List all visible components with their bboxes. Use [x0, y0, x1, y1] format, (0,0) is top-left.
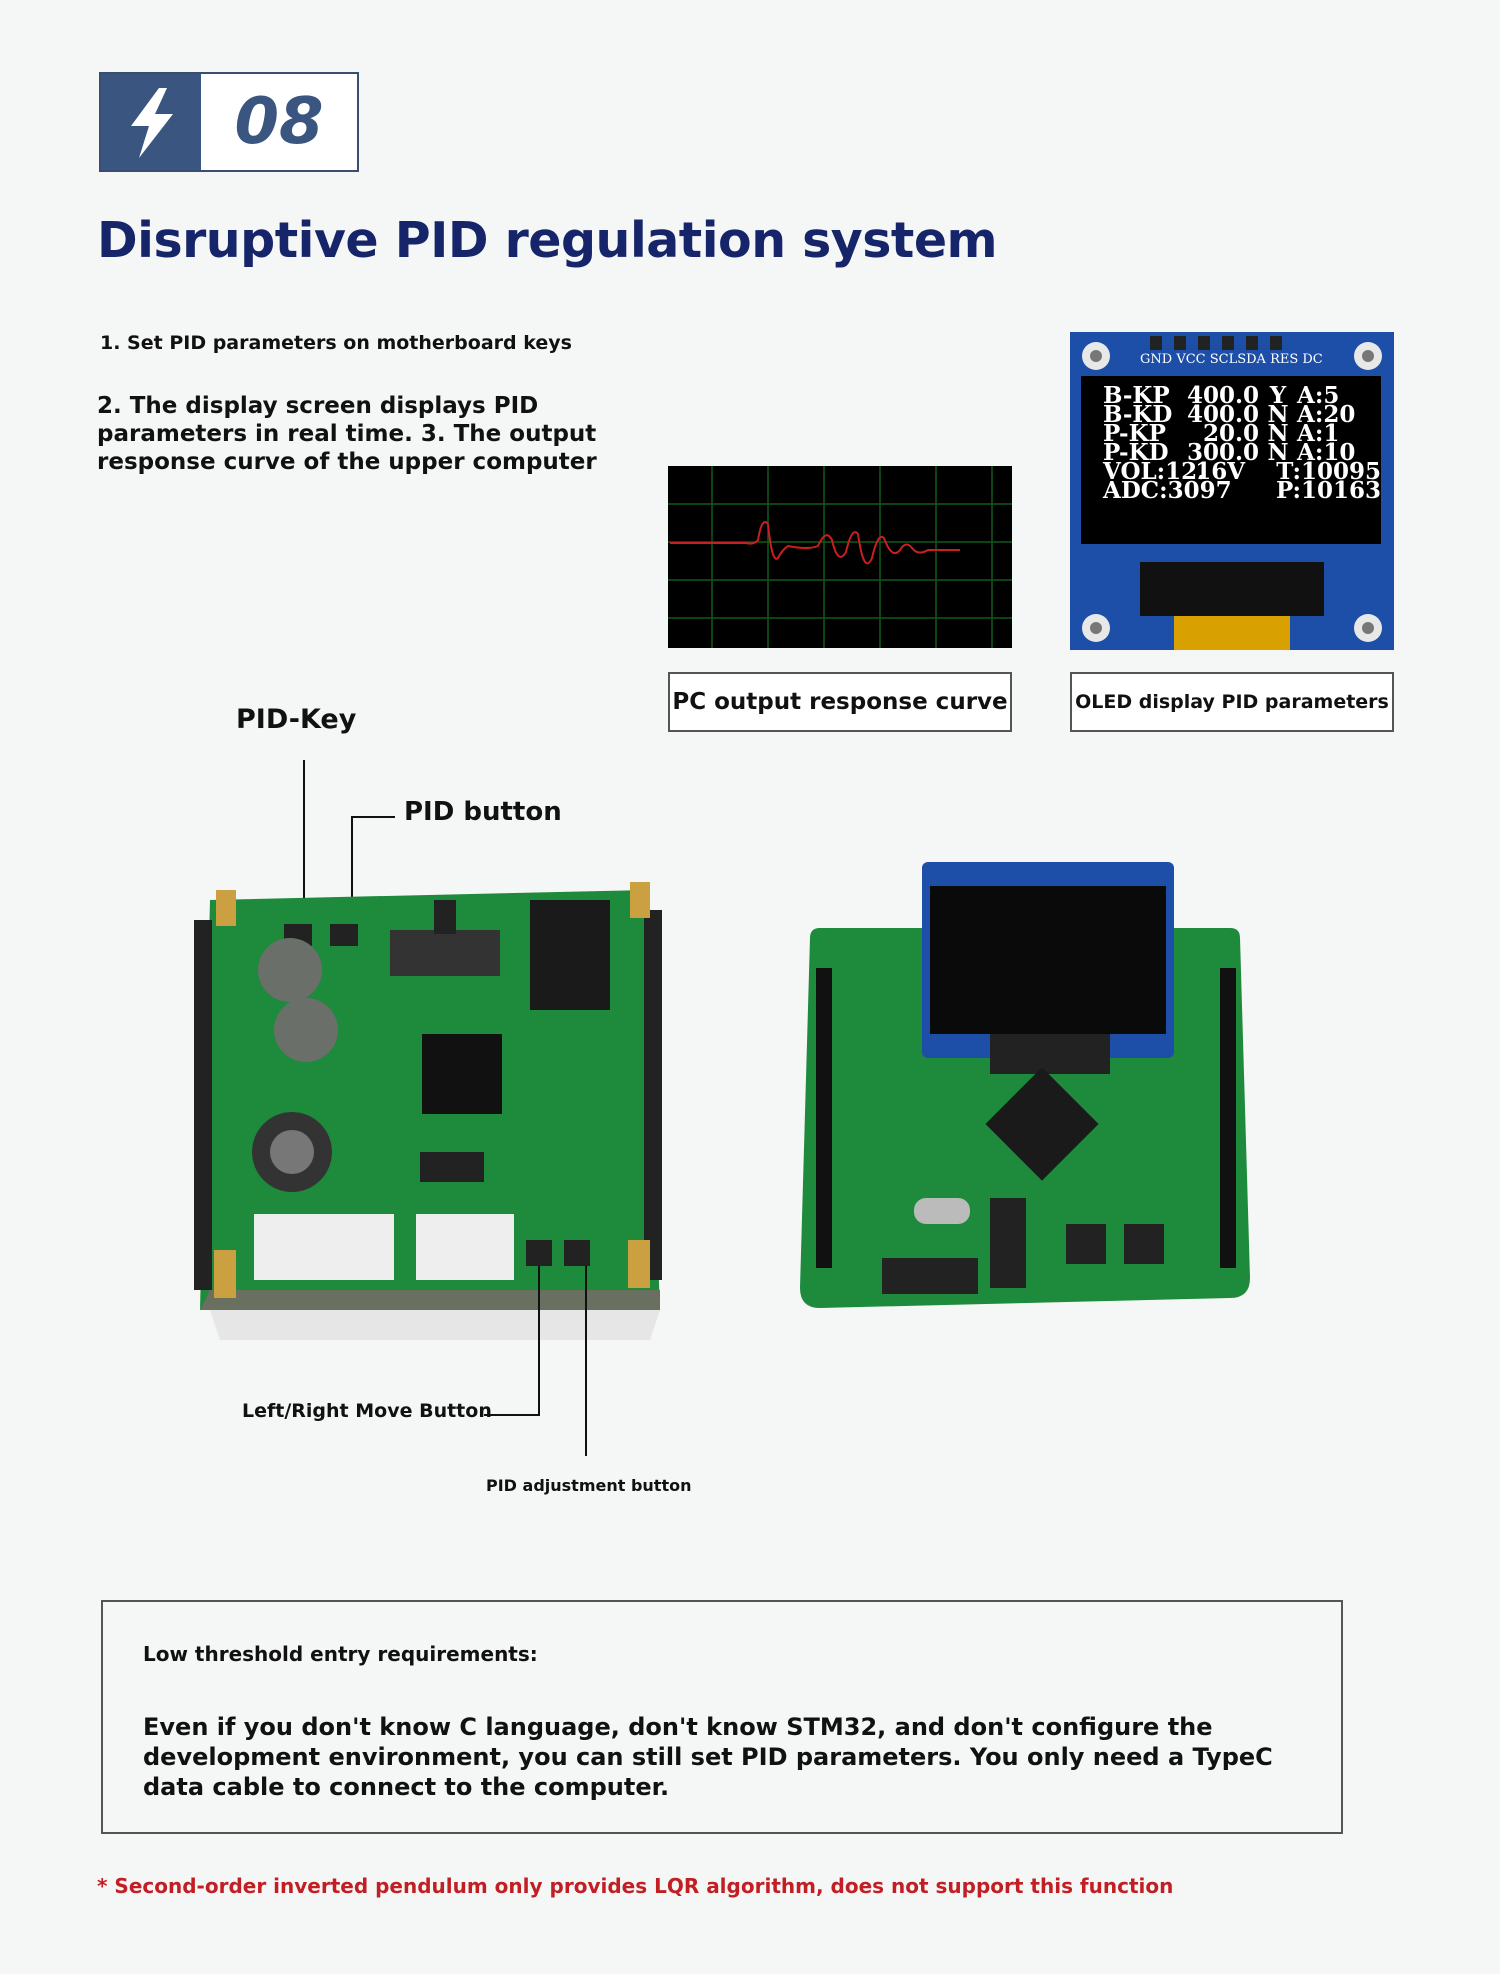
pid-button-leader-v [351, 816, 353, 916]
section-badge: 08 [99, 72, 359, 172]
step-two-three-text: 2. The display screen displays PID param… [97, 393, 597, 475]
oled-param: A:1 [1297, 420, 1340, 447]
response-curve-line [670, 521, 960, 565]
requirements-body: Even if you don't know C language, don't… [143, 1713, 1273, 1801]
oled-flag [1242, 481, 1276, 500]
oled-key: B-KP [1103, 382, 1170, 409]
section-number: 08 [234, 85, 324, 159]
oled-row: P-KP 20.0 N A:1 [1103, 420, 1381, 447]
oled-row: VOL:12.16V T:10095 [1103, 458, 1381, 485]
pid-key-label: PID-Key [236, 704, 357, 735]
stm32-mainboard-photo [790, 858, 1260, 1358]
oled-key: VOL:12. [1103, 458, 1206, 485]
oled-row: B-KD 400.0 N A:20 [1103, 401, 1381, 428]
footnote: * Second-order inverted pendulum only pr… [97, 1874, 1174, 1898]
oled-pin-labels: GND VCC SCLSDA RES DC [1140, 352, 1323, 367]
left-right-leader-h [484, 1414, 540, 1416]
response-curve-graph [668, 466, 1012, 648]
oled-key: ADC:3097 [1103, 477, 1232, 504]
oled-module-photo: GND VCC SCLSDA RES DC B-KP 400.0 Y A:5 B-KD… [1070, 332, 1394, 650]
oled-param: A:5 [1297, 382, 1340, 409]
oled-flag: N [1267, 401, 1289, 428]
oled-value: 20.0 [1202, 420, 1259, 447]
oled-row: P-KD 300.0 N A:10 [1103, 439, 1381, 466]
page-title: Disruptive PID regulation system [97, 212, 998, 269]
left-right-leader-v [538, 1266, 540, 1416]
oled-value: 400.0 [1186, 401, 1259, 428]
oled-value: 400.0 [1186, 382, 1259, 409]
oled-value: 16V [1195, 458, 1246, 485]
oled-row: B-KP 400.0 Y A:5 [1103, 382, 1381, 409]
oled-param: A:10 [1297, 439, 1356, 466]
oled-key: P-KP [1103, 420, 1166, 447]
oled-key: P-KD [1103, 439, 1169, 466]
oled-value: 300.0 [1186, 439, 1259, 466]
pid-adjust-button-label: PID adjustment button [486, 1476, 692, 1495]
oled-param: T:10095 [1276, 458, 1381, 485]
pid-button-label: PID button [404, 797, 562, 827]
pid-key-leader-line [303, 760, 305, 916]
left-right-button-label: Left/Right Move Button [242, 1400, 492, 1422]
oled-flag [1245, 462, 1276, 481]
oled-param: P:10163 [1276, 477, 1381, 504]
oled-key: B-KD [1103, 401, 1173, 428]
requirements-heading: Low threshold entry requirements: [143, 1642, 538, 1666]
pid-button-leader-h [351, 816, 395, 818]
step-one-text: 1. Set PID parameters on motherboard key… [100, 332, 572, 354]
pid-baseboard-photo [190, 870, 670, 1340]
oled-param: A:20 [1297, 401, 1356, 428]
lightning-icon [101, 74, 201, 170]
oled-flag: Y [1269, 382, 1287, 409]
oled-caption: OLED display PID parameters [1070, 672, 1394, 732]
oled-flag: N [1267, 439, 1289, 466]
pc-curve-caption: PC output response curve [668, 672, 1012, 732]
oled-row: ADC:3097 P:10163 [1103, 477, 1381, 504]
pid-adjust-leader-line [585, 1266, 587, 1456]
requirements-box: Low threshold entry requirements: Even i… [101, 1600, 1343, 1834]
oled-flag: N [1267, 420, 1289, 447]
